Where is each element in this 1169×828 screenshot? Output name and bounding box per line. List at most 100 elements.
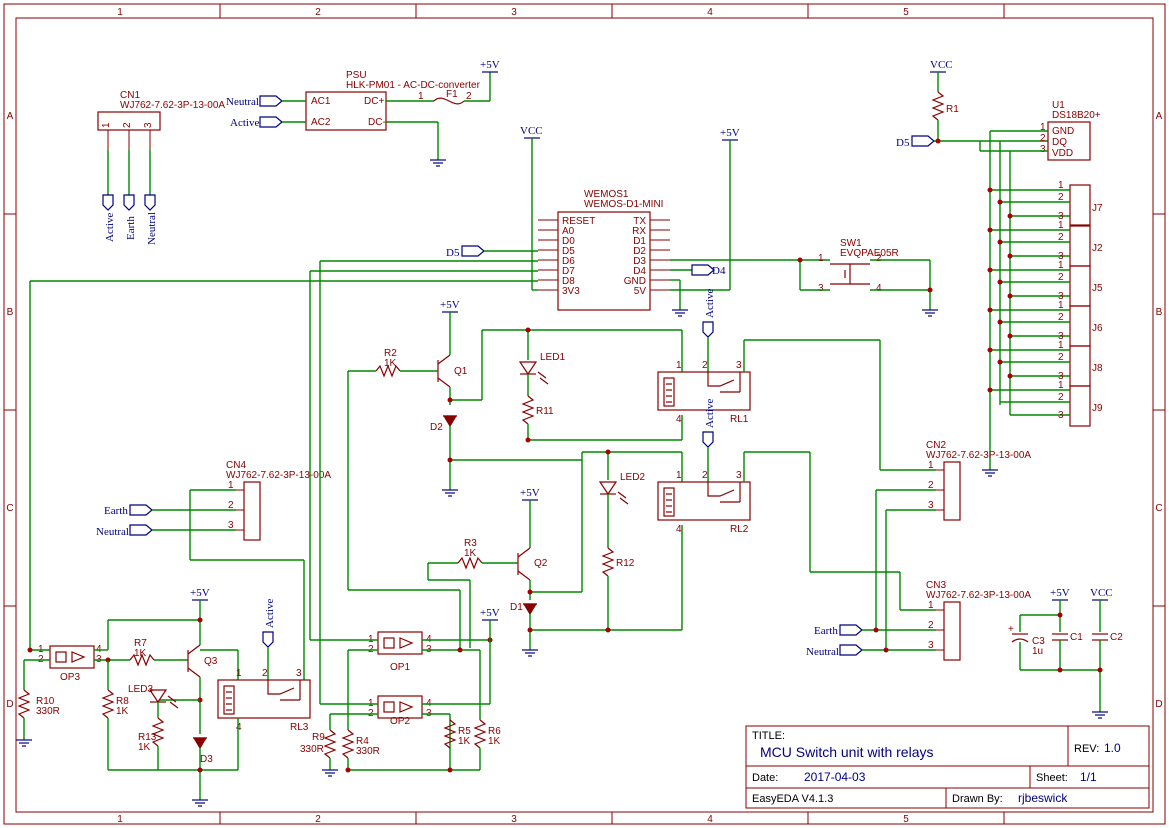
cn3-net-earth: Earth xyxy=(814,625,838,637)
rev-label: REV: xyxy=(1074,743,1099,755)
psu-pin-dcplus: DC+ xyxy=(364,96,384,107)
rl3-pin-1: 1 xyxy=(236,668,242,679)
j9-ref: J9 xyxy=(1092,403,1103,414)
rl1-net-active: Active xyxy=(704,289,716,318)
f1-fuse: 1 F1 2 +5V xyxy=(386,59,500,105)
wemos-pin-5v: 5V xyxy=(634,286,647,297)
rl3-ref: RL3 xyxy=(290,722,309,733)
frame-col-2-bottom: 2 xyxy=(315,814,321,825)
rl1-ref: RL1 xyxy=(730,414,749,425)
cn3-value: WJ762-7.62-3P-13-00A xyxy=(926,590,1031,601)
psu-module: PSU HLK-PM01 - AC-DC-converter AC1 AC2 D… xyxy=(226,70,481,167)
rl2-relay: Active 1 2 3 4 RL2 xyxy=(657,399,936,611)
rl2-pin-1: 1 xyxy=(676,470,682,481)
u1-ref: U1 xyxy=(1052,100,1065,111)
q3-v5-label: +5V xyxy=(190,587,210,599)
cn4-ref: CN4 xyxy=(226,460,246,471)
j9-pin-1: 1 xyxy=(1058,380,1064,391)
sw1-pin-3: 3 xyxy=(818,283,824,294)
q2-v5-label: +5V xyxy=(520,487,540,499)
led3-ref: LED3 xyxy=(128,684,153,695)
op2-optocoupler: 1 2 3 4 OP2 xyxy=(319,261,491,770)
psu-value: HLK-PM01 - AC-DC-converter xyxy=(346,80,481,91)
led2-indicator: LED2 R12 xyxy=(598,449,645,633)
frame-col-1-bottom: 1 xyxy=(117,814,123,825)
wemos-pin-rx: RX xyxy=(632,226,646,237)
r8-ref: R8 xyxy=(116,696,129,707)
r3-ref: R3 xyxy=(464,538,477,549)
r1-ref: R1 xyxy=(946,104,959,115)
rl3-relay: Active 1 2 3 4 RL3 xyxy=(217,599,311,770)
frame-row-b-right: B xyxy=(1156,307,1163,318)
caps-vcc-label: VCC xyxy=(1090,587,1113,599)
cn2-connector: CN2 WJ762-7.62-3P-13-00A 1 2 3 xyxy=(875,440,1031,650)
rl1-pin-2: 2 xyxy=(702,360,708,371)
sheet-label: Sheet: xyxy=(1036,772,1068,784)
u1-pin-num-3: 3 xyxy=(1040,144,1046,155)
u1-pin-gnd: GND xyxy=(1052,126,1074,137)
psu-pin-ac2: AC2 xyxy=(311,117,331,128)
r1-vcc-label: VCC xyxy=(930,59,953,71)
sw1-switch: SW1 EVQPAE05R 1 2 3 4 xyxy=(797,238,938,317)
wemos-pin-d5: D5 xyxy=(562,246,575,257)
frame-row-b: B xyxy=(7,307,14,318)
frame-col-1: 1 xyxy=(117,7,123,18)
sw1-pin-2: 2 xyxy=(876,253,882,264)
rl1-pin-3: 3 xyxy=(736,360,742,371)
r7-ref: R7 xyxy=(134,638,147,649)
frame-row-d-right: D xyxy=(1155,699,1162,710)
frame-col-3-bottom: 3 xyxy=(511,814,517,825)
psu-v5-label: +5V xyxy=(480,59,500,71)
cn4-net-earth: Earth xyxy=(104,505,128,517)
r13-ref: R13 xyxy=(138,732,157,743)
cn4-connector: CN4 WJ762-7.62-3P-13-00A 1 2 3 Earth Neu… xyxy=(96,460,331,680)
wemos-pin-3v3: 3V3 xyxy=(562,286,580,297)
r6-ref: R6 xyxy=(488,726,501,737)
frame-col-4-bottom: 4 xyxy=(707,814,713,825)
wemos-pin-d0: D0 xyxy=(562,236,575,247)
j7-pin-1: 1 xyxy=(1058,180,1064,191)
wemos-pin-d2: D2 xyxy=(633,246,646,257)
frame-col-5-bottom: 5 xyxy=(903,814,909,825)
cn4-pin-3: 3 xyxy=(228,520,234,531)
op3-ref: OP3 xyxy=(60,672,80,683)
r10-value: 330R xyxy=(36,706,60,717)
jack-j8: J8 1 2 3 xyxy=(987,333,1103,387)
frame-col-2: 2 xyxy=(315,7,321,18)
psu-net-neutral: Neutral xyxy=(226,96,259,108)
wemos-pin-a0: A0 xyxy=(562,226,575,237)
rl3-pin-2: 2 xyxy=(262,668,268,679)
caps-v5-label: +5V xyxy=(1050,587,1070,599)
j8-pin-1: 1 xyxy=(1058,340,1064,351)
wemos-pin-d1: D1 xyxy=(633,236,646,247)
r3-value: 1K xyxy=(464,548,477,559)
cn3-connector: CN3 WJ762-7.62-3P-13-00A 1 2 3 Earth Neu… xyxy=(806,580,1031,661)
cn3-pin-3: 3 xyxy=(928,640,934,651)
sw1-ref: SW1 xyxy=(840,238,862,249)
wemos-pin-d7: D7 xyxy=(562,266,575,277)
cn3-ref: CN3 xyxy=(926,580,946,591)
cn1-value: WJ762-7.62-3P-13-00A xyxy=(120,100,225,111)
frame-col-4: 4 xyxy=(707,7,713,18)
sw1-value: EVQPAE05R xyxy=(840,248,899,259)
j8-pin-2: 2 xyxy=(1058,352,1064,363)
r12-ref: R12 xyxy=(616,558,635,569)
wemos-pin-gnd: GND xyxy=(624,276,646,287)
jack-j9: J9 1 2 3 xyxy=(987,373,1103,427)
frame-col-5: 5 xyxy=(903,7,909,18)
frame-row-c: C xyxy=(6,503,13,514)
op3-optocoupler: 1 2 3 4 OP3 R10 330R xyxy=(16,281,200,747)
cn4-value: WJ762-7.62-3P-13-00A xyxy=(226,470,331,481)
f1-ref: F1 xyxy=(446,89,458,100)
r9-value: 330R xyxy=(300,744,324,755)
wemos-d5-net: D5 xyxy=(446,247,460,259)
q2-driver: +5V Q2 R3 1K D1 xyxy=(427,451,683,657)
u1-value: DS18B20+ xyxy=(1052,110,1101,121)
j9-pin-3: 3 xyxy=(1058,410,1064,421)
psu-pin-dcminus: DC- xyxy=(368,117,386,128)
jack-j7: J7 1 2 3 xyxy=(987,180,1103,226)
j5-pin-1: 1 xyxy=(1058,260,1064,271)
r2-ref: R2 xyxy=(384,348,397,359)
cn1-net-neutral: Neutral xyxy=(146,212,158,245)
